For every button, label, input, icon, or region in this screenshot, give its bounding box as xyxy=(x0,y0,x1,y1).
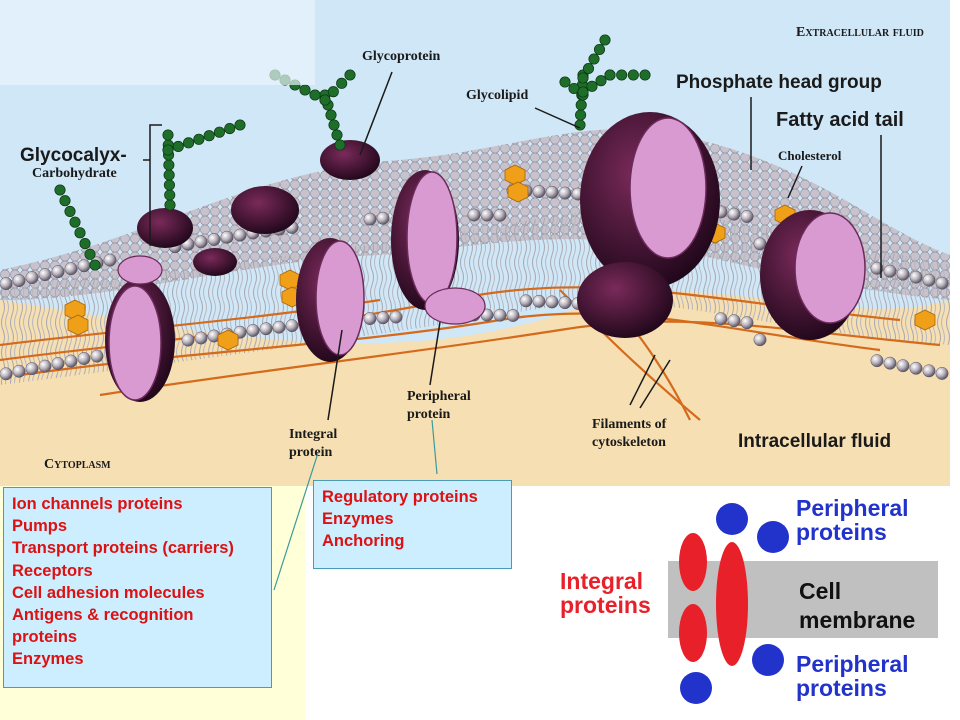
carbohydrate-chains xyxy=(54,34,651,271)
function-item: Regulatory proteins xyxy=(322,488,478,506)
peripheral-protein-shape xyxy=(716,503,748,535)
glycolipid-label: Glycolipid xyxy=(466,88,529,103)
peripheral-protein-shape xyxy=(680,672,712,704)
membrane-illustration xyxy=(0,0,950,486)
function-item: Antigens & recognition xyxy=(12,606,194,625)
intracellular-label: Intracellular fluid xyxy=(738,431,892,452)
function-item: Anchoring xyxy=(322,532,405,551)
function-item: Transport proteins (carriers) xyxy=(12,539,234,558)
cholesterol-label: Cholesterol xyxy=(778,148,842,163)
protein-tops xyxy=(137,140,380,276)
peripheral-functions-box: Regulatory proteins Enzymes Anchoring xyxy=(313,480,512,569)
peripheral-protein-shape xyxy=(752,644,784,676)
integral-protein-shape xyxy=(679,604,707,662)
schematic-diagram xyxy=(668,503,938,704)
function-item: Cell adhesion molecules xyxy=(12,583,205,602)
function-item: Pumps xyxy=(12,517,68,536)
integral-protein-shape xyxy=(679,533,707,591)
fatty-acid-tail-label: Fatty acid tail xyxy=(776,109,904,131)
function-item: Enzymes xyxy=(322,510,394,529)
cell-membrane-bar xyxy=(668,561,938,638)
phosphate-heads-lower xyxy=(0,294,949,381)
carbohydrate-label: Carbohydrate xyxy=(32,166,117,181)
integral-protein-shape xyxy=(716,542,748,666)
function-item: proteins xyxy=(12,628,78,647)
phosphate-head-label: Phosphate head group xyxy=(676,72,882,93)
integral-proteins xyxy=(105,112,866,402)
glycoprotein-label: Glycoprotein xyxy=(362,49,441,64)
cytoplasm-label: Cytoplasm xyxy=(44,457,111,472)
function-item: Ion channels proteins xyxy=(12,495,183,513)
extracellular-label: Extracellular fluid xyxy=(796,25,924,40)
function-item: Receptors xyxy=(12,561,93,580)
integral-functions-box: Ion channels proteins Pumps Transport pr… xyxy=(3,487,272,688)
leader-lines xyxy=(143,71,882,421)
function-item: Enzymes xyxy=(12,650,84,669)
cholesterol-molecules xyxy=(64,164,936,351)
peripheral-protein-shape xyxy=(757,521,789,553)
glycocalyx-label: Glycocalyx- xyxy=(20,145,127,166)
